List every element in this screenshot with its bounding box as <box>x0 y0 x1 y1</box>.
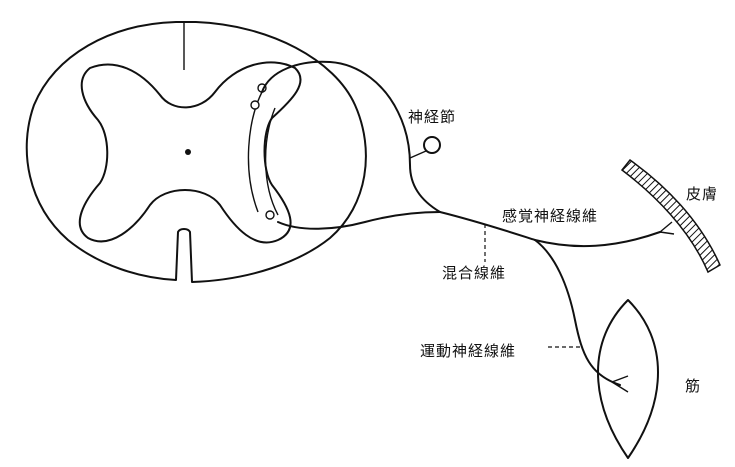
motor-fiber-line <box>535 240 620 385</box>
sensory-fiber-line <box>535 232 660 246</box>
sensory-intracord-fiber <box>248 92 262 212</box>
skin-patch <box>622 160 720 272</box>
label-sensory-fiber: 感覚神経線維 <box>502 205 598 226</box>
skin-nerve-endings <box>660 222 674 234</box>
interneuron <box>251 101 259 109</box>
central-canal <box>185 149 191 155</box>
label-skin: 皮膚 <box>686 183 718 204</box>
dorsal-root <box>262 62 440 212</box>
ventral-root <box>278 212 440 229</box>
label-motor-fiber: 運動神経線維 <box>420 340 516 361</box>
ventral-horn-neuron <box>266 211 274 219</box>
label-mixed-fiber: 混合線維 <box>442 262 506 283</box>
label-ganglion: 神経節 <box>408 106 456 127</box>
ganglion-stalk <box>410 151 426 158</box>
label-muscle: 筋 <box>685 375 701 396</box>
motor-intracord-fiber <box>266 108 278 215</box>
ganglion <box>424 137 440 153</box>
